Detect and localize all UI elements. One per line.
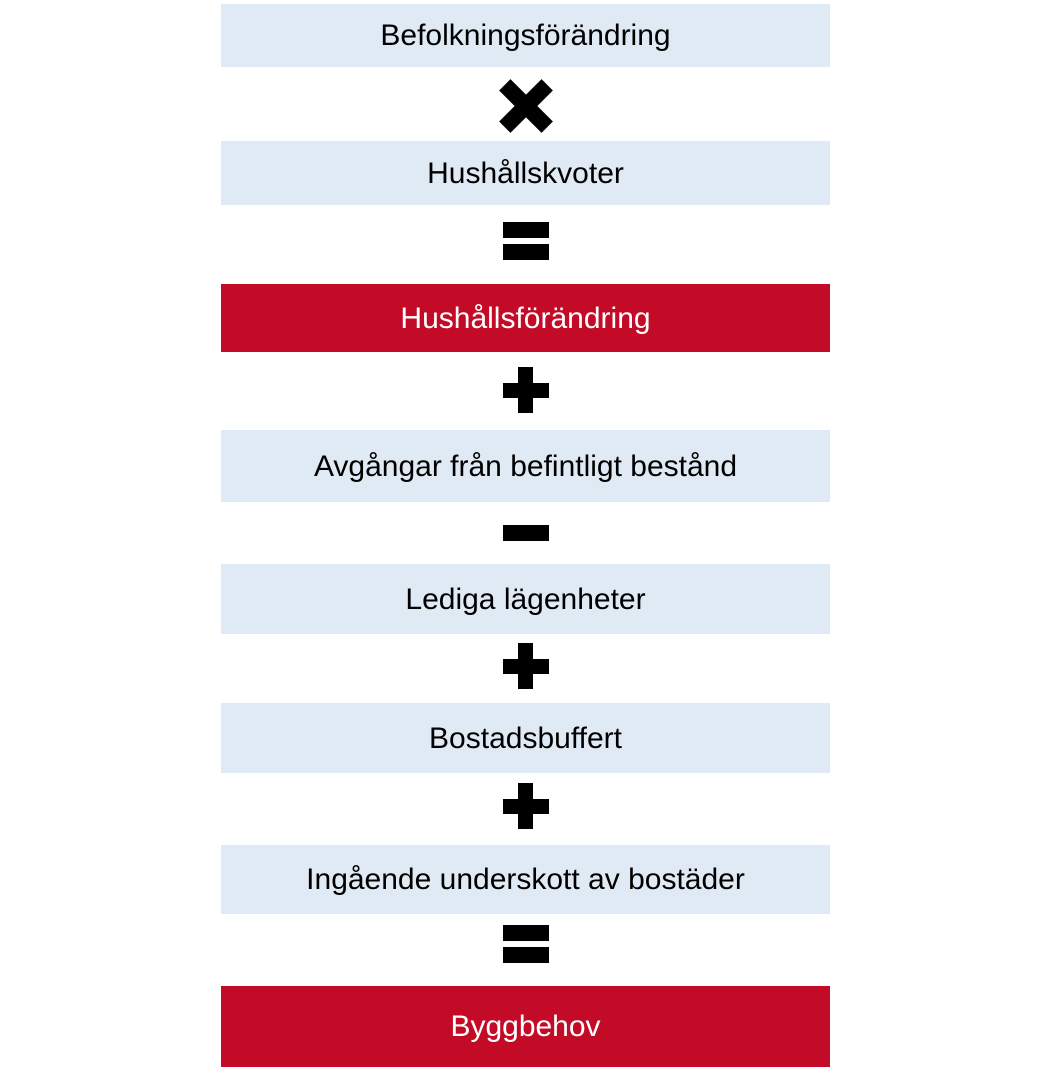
operator-row (221, 222, 830, 260)
operator-row (221, 79, 830, 133)
box-avgangar-fran-befintligt-bestand: Avgångar från befintligt bestånd (221, 430, 830, 502)
operator-row (221, 925, 830, 963)
plus-icon (502, 367, 549, 413)
operator-row (221, 783, 830, 829)
operator-row (221, 367, 830, 413)
plus-icon (502, 783, 549, 829)
equals-icon (503, 222, 549, 260)
multiply-icon (499, 79, 553, 133)
box-befolkningsforandring: Befolkningsförändring (221, 4, 830, 67)
operator-row (221, 525, 830, 541)
box-hushallskvoter: Hushållskvoter (221, 141, 830, 205)
box-ingaende-underskott-av-bostader: Ingående underskott av bostäder (221, 845, 830, 914)
box-label: Avgångar från befintligt bestånd (313, 449, 738, 483)
box-label: Bostadsbuffert (429, 721, 622, 755)
box-bostadsbuffert: Bostadsbuffert (221, 703, 830, 773)
equals-icon (503, 925, 549, 963)
box-lediga-lagenheter: Lediga lägenheter (221, 564, 830, 634)
operator-row (221, 643, 830, 689)
plus-icon (502, 643, 549, 689)
box-label: Lediga lägenheter (405, 582, 646, 616)
box-hushallsforandring: Hushållsförändring (221, 284, 830, 352)
box-label: Ingående underskott av bostäder (306, 863, 745, 896)
box-label: Hushållsförändring (400, 301, 651, 335)
box-byggbehov: Byggbehov (221, 986, 830, 1067)
box-label: Byggbehov (450, 1010, 601, 1043)
minus-icon (502, 525, 549, 541)
box-label: Hushållskvoter (427, 156, 624, 190)
box-label: Befolkningsförändring (380, 19, 671, 52)
